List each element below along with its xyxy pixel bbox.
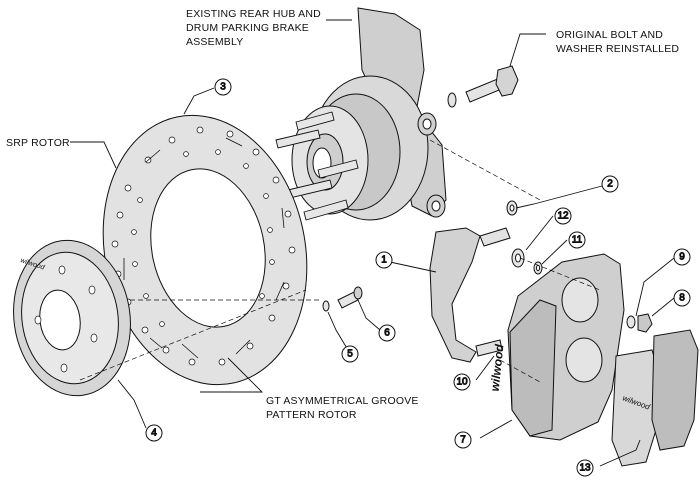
caliper-brand-logo: wilwood (488, 343, 507, 392)
bubble-11: 11 (568, 231, 586, 249)
bubble-12: 12 (554, 207, 572, 225)
original-bolt-and-washer (447, 65, 519, 108)
part-number-bubbles: 1 2 3 4 5 6 7 8 9 10 11 12 13 (145, 78, 691, 477)
svg-text:13: 13 (579, 463, 591, 474)
svg-text:7: 7 (460, 435, 466, 446)
svg-text:9: 9 (679, 252, 685, 263)
brake-pads: wilwood (611, 329, 699, 467)
svg-text:3: 3 (220, 82, 226, 93)
bubble-8: 8 (673, 289, 691, 307)
caliper: wilwood (488, 253, 625, 441)
bubble-9: 9 (673, 248, 691, 266)
bubble-2: 2 (601, 175, 619, 193)
callout-srp-line-1: SRP ROTOR (6, 137, 70, 149)
assembly-centerlines (79, 139, 601, 383)
callout-bolt-line-1: ORIGINAL BOLT AND (556, 29, 663, 41)
callout-srp: SRP ROTOR (6, 137, 70, 149)
svg-text:4: 4 (151, 428, 157, 439)
svg-text:11: 11 (572, 235, 583, 246)
bubble-1: 1 (375, 251, 393, 269)
callout-hub-line-1: EXISTING REAR HUB AND (186, 8, 321, 20)
bubble-4: 4 (145, 424, 163, 442)
callout-hub-line-3: ASSEMBLY (186, 36, 243, 48)
svg-text:1: 1 (381, 255, 387, 266)
callout-gt-line-2: PATTERN ROTOR (266, 409, 357, 421)
leader-lines (70, 19, 675, 467)
svg-text:8: 8 (679, 293, 685, 304)
bridge-nut-and-washer (626, 313, 653, 333)
svg-text:6: 6 (384, 328, 390, 339)
callout-bolt-line-2: WASHER REINSTALLED (556, 43, 679, 55)
bubble-13: 13 (576, 459, 594, 477)
rotor-hat: wilwood (13, 239, 131, 397)
svg-text:5: 5 (347, 349, 353, 360)
rotor-screws (322, 286, 363, 312)
bubble-3: 3 (214, 78, 232, 96)
spacers-and-shims (506, 200, 543, 275)
bubble-5: 5 (341, 345, 359, 363)
bubble-6: 6 (378, 324, 396, 342)
svg-text:12: 12 (557, 211, 569, 222)
callout-gt-line-1: GT ASYMMETRICAL GROOVE (266, 395, 419, 407)
callout-gt: GT ASYMMETRICAL GROOVE PATTERN ROTOR (266, 395, 419, 421)
bubble-10: 10 (453, 373, 471, 391)
callout-hub-line-2: DRUM PARKING BRAKE (186, 22, 309, 34)
svg-text:2: 2 (607, 179, 613, 190)
caliper-bracket (429, 227, 511, 363)
callout-hub: EXISTING REAR HUB AND DRUM PARKING BRAKE… (186, 8, 321, 48)
svg-text:10: 10 (456, 377, 468, 388)
bubble-7: 7 (454, 431, 472, 449)
rear-hub-assembly (275, 7, 447, 221)
callout-bolt: ORIGINAL BOLT AND WASHER REINSTALLED (556, 29, 679, 55)
